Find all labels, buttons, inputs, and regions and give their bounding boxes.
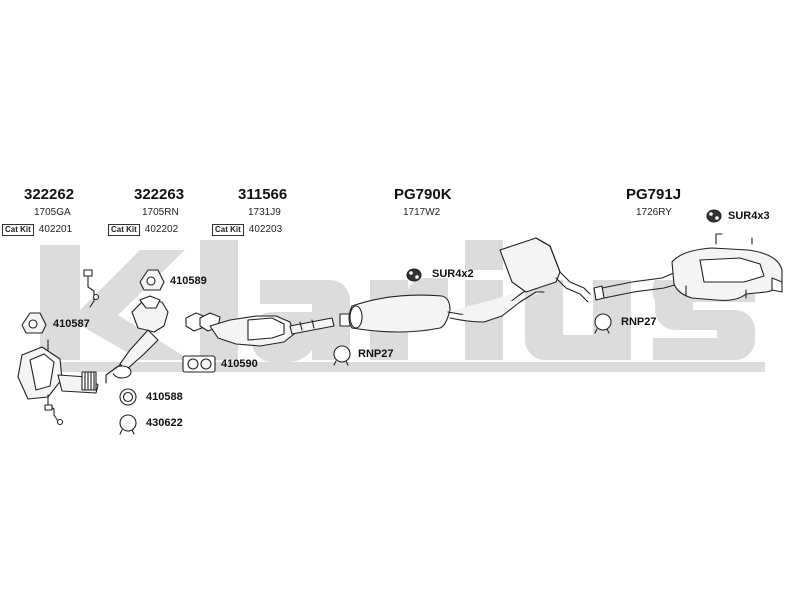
upper-silencer [499,237,591,303]
oe-reference: 1705GA [34,207,71,218]
cat-kit-badge: Cat Kit [108,224,140,236]
oe-reference: 1731J9 [248,207,281,218]
middle-silencer [348,285,545,333]
fitting-label: RNP27 [358,348,394,360]
fitting-label: SUR4x3 [728,210,770,222]
gasket-triangle-icon [139,269,165,291]
oe-reference: 1717W2 [403,207,441,218]
cat-kit-number: 402203 [248,224,283,235]
part-number: PG791J [626,186,682,203]
flex-pipe [81,371,97,391]
gasket-double-icon [182,355,216,373]
cat-kit-badge: Cat Kit [2,224,34,236]
ring-icon [119,388,137,406]
cat-kit-row: Cat Kit 402201 [2,224,72,236]
part-number: 322262 [24,186,75,203]
rubber-mount-icon [406,268,422,282]
main-catalyst [209,315,335,347]
part-number: 311566 [238,186,288,203]
fitting-label: SUR4x2 [432,268,474,280]
oe-reference: 1705RN [142,207,179,218]
cat-kit-number: 402201 [38,224,73,235]
cat-kit-row: Cat Kit 402203 [212,224,282,236]
fitting-label: 410590 [221,358,258,370]
rear-silencer [671,233,783,301]
fitting-label: 430622 [146,417,183,429]
gasket-triangle-icon [21,312,47,334]
part-number: 322263 [134,186,185,203]
fitting-label: 410588 [146,391,183,403]
fitting-label: 410589 [170,275,207,287]
fitting-label: RNP27 [621,316,657,328]
cat-kit-row: Cat Kit 402202 [108,224,178,236]
connector-sleeve [339,313,351,327]
fitting-label: 410587 [53,318,90,330]
manifold-catalyst-middle [105,295,169,384]
lambda-sensor-bottom [44,394,64,426]
lambda-sensor-top [83,269,100,308]
rear-connector [593,271,679,301]
rubber-mount-icon [706,209,722,223]
cat-kit-number: 402202 [144,224,179,235]
clamp-icon [333,345,351,366]
clamp-icon [119,414,137,435]
part-number: PG790K [394,186,452,203]
cat-kit-badge: Cat Kit [212,224,244,236]
oe-reference: 1726RY [636,207,672,218]
clamp-icon [594,313,612,334]
